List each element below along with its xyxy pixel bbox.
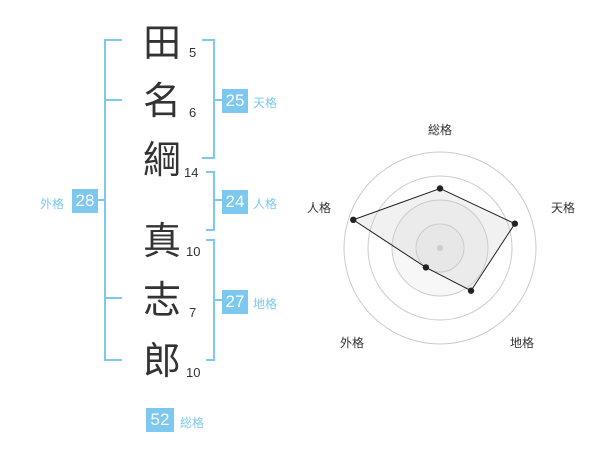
tenkaku-bracket	[202, 39, 215, 159]
stroke-count-3: 14	[184, 165, 199, 180]
radar-center-dot	[437, 245, 443, 251]
name-char-6: 郎	[142, 339, 181, 383]
name-char-1: 田	[142, 21, 181, 65]
radar-axis-label-3: 地格	[510, 336, 535, 350]
soukaku-value-badge: 52	[146, 408, 174, 432]
jinkaku-value-badge: 24	[222, 190, 248, 214]
chikaku-bracket	[206, 239, 215, 361]
stroke-count-6: 10	[186, 365, 201, 380]
stroke-count-2: 6	[189, 105, 197, 120]
chikaku-label: 地格	[253, 297, 278, 311]
tenkaku-label: 天格	[253, 96, 278, 110]
name-char-4: 真	[142, 219, 181, 263]
gaikaku-label: 外格	[40, 197, 65, 211]
jinkaku-label: 人格	[253, 197, 278, 211]
gaikaku-bracket	[104, 39, 122, 361]
radar-axis-label-5: 人格	[307, 201, 332, 215]
radar-axis-label-1: 総格	[428, 123, 453, 137]
radar-point-4	[422, 264, 430, 271]
soukaku-label: 総格	[180, 416, 205, 430]
jinkaku-bracket	[206, 171, 215, 231]
radar-axis-label-4: 外格	[340, 336, 365, 350]
radar-chart	[343, 151, 537, 345]
gaikaku-value-badge: 28	[72, 189, 98, 213]
radar-polygon	[352, 187, 516, 292]
name-char-3: 綱	[142, 138, 181, 182]
name-char-5: 志	[142, 278, 181, 322]
radar-point-5	[350, 216, 357, 224]
tenkaku-value-badge: 25	[222, 89, 248, 113]
stroke-count-4: 10	[186, 244, 201, 259]
name-char-2: 名	[142, 79, 181, 123]
stroke-count-1: 5	[189, 45, 197, 60]
chikaku-value-badge: 27	[222, 290, 248, 314]
radar-point-2	[511, 220, 519, 227]
stroke-count-5: 7	[189, 305, 197, 320]
radar-axis-label-2: 天格	[551, 201, 576, 215]
radar-point-3	[467, 287, 475, 294]
radar-point-1	[436, 185, 444, 192]
